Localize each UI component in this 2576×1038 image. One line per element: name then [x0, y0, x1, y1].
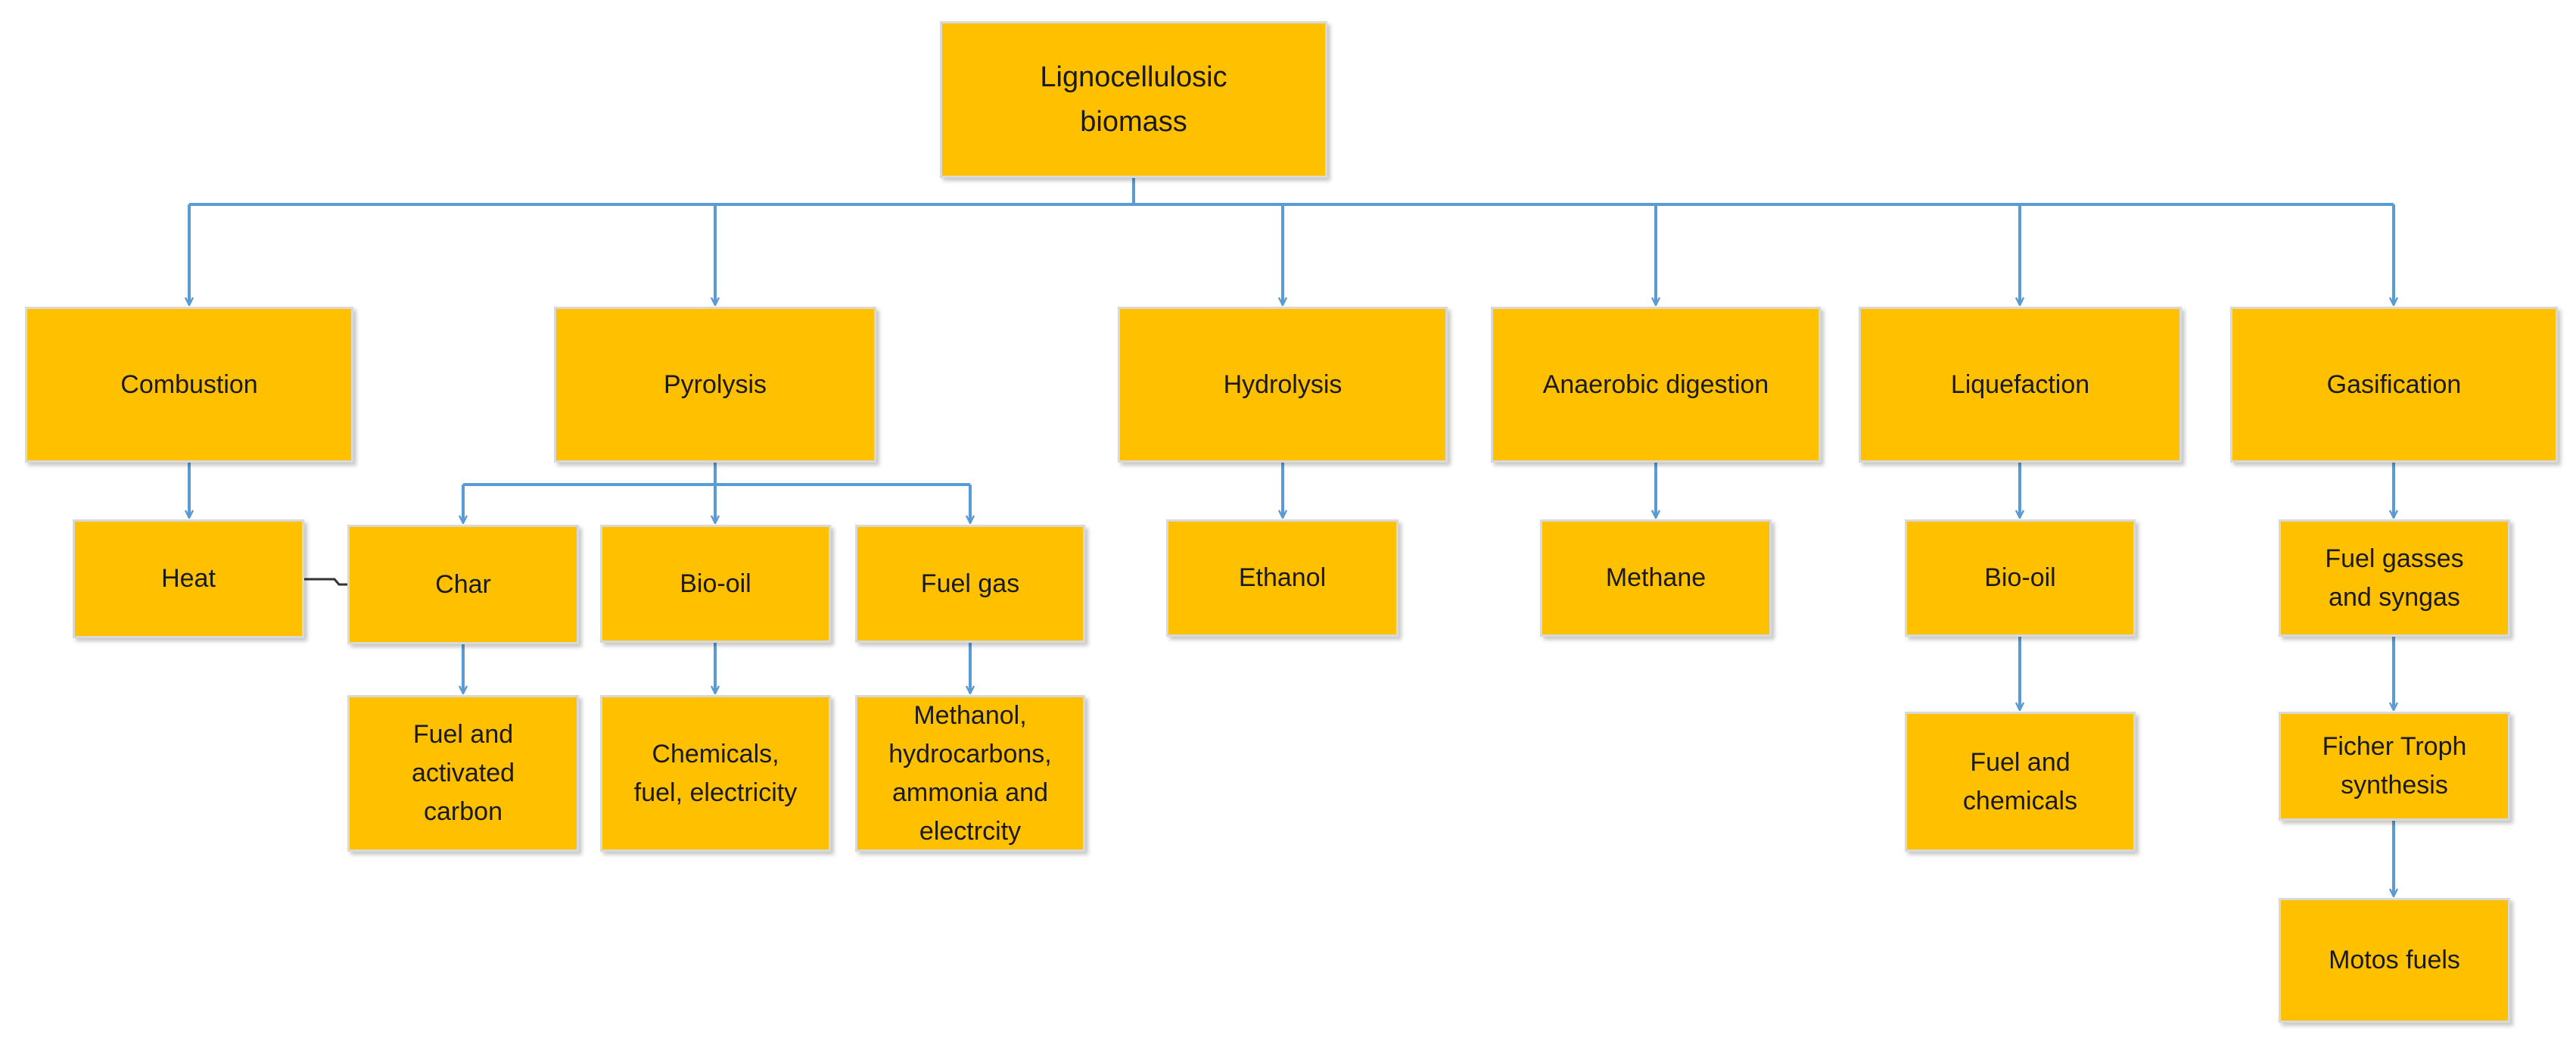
heat-box: Heat: [73, 519, 304, 638]
methane-box: Methane: [1540, 519, 1772, 637]
char-box: Char: [347, 525, 579, 644]
combustion-box: Combustion: [25, 307, 353, 463]
anaerobic-digestion-box: Anaerobic digestion: [1491, 307, 1821, 463]
ficher-troph-synthesis-box: Ficher Troph synthesis: [2279, 712, 2510, 821]
lignocellulosic-biomass-box: Lignocellulosic biomass: [940, 21, 1327, 178]
ethanol-box: Ethanol: [1166, 519, 1398, 637]
fuel-gasses-syngas-box: Fuel gasses and syngas: [2279, 519, 2510, 637]
fuel-gas-box: Fuel gas: [855, 525, 1085, 643]
fuel-and-chemicals-box: Fuel and chemicals: [1905, 712, 2136, 852]
bio-oil-pyrolysis-box: Bio-oil: [600, 525, 831, 643]
bio-oil-liquefaction-box: Bio-oil: [1905, 519, 2136, 637]
motos-fuels-box: Motos fuels: [2279, 898, 2510, 1023]
pyrolysis-box: Pyrolysis: [554, 307, 876, 463]
hydrolysis-box: Hydrolysis: [1118, 307, 1448, 463]
chemicals-fuel-electricity-box: Chemicals, fuel, electricity: [600, 695, 831, 852]
gasification-box: Gasification: [2230, 307, 2558, 463]
fuel-activated-carbon-box: Fuel and activated carbon: [347, 695, 579, 852]
methanol-hydrocarbons-box: Methanol, hydrocarbons, ammonia and elec…: [855, 695, 1085, 852]
liquefaction-box: Liquefaction: [1859, 307, 2182, 463]
heat-char-link: [304, 578, 348, 586]
